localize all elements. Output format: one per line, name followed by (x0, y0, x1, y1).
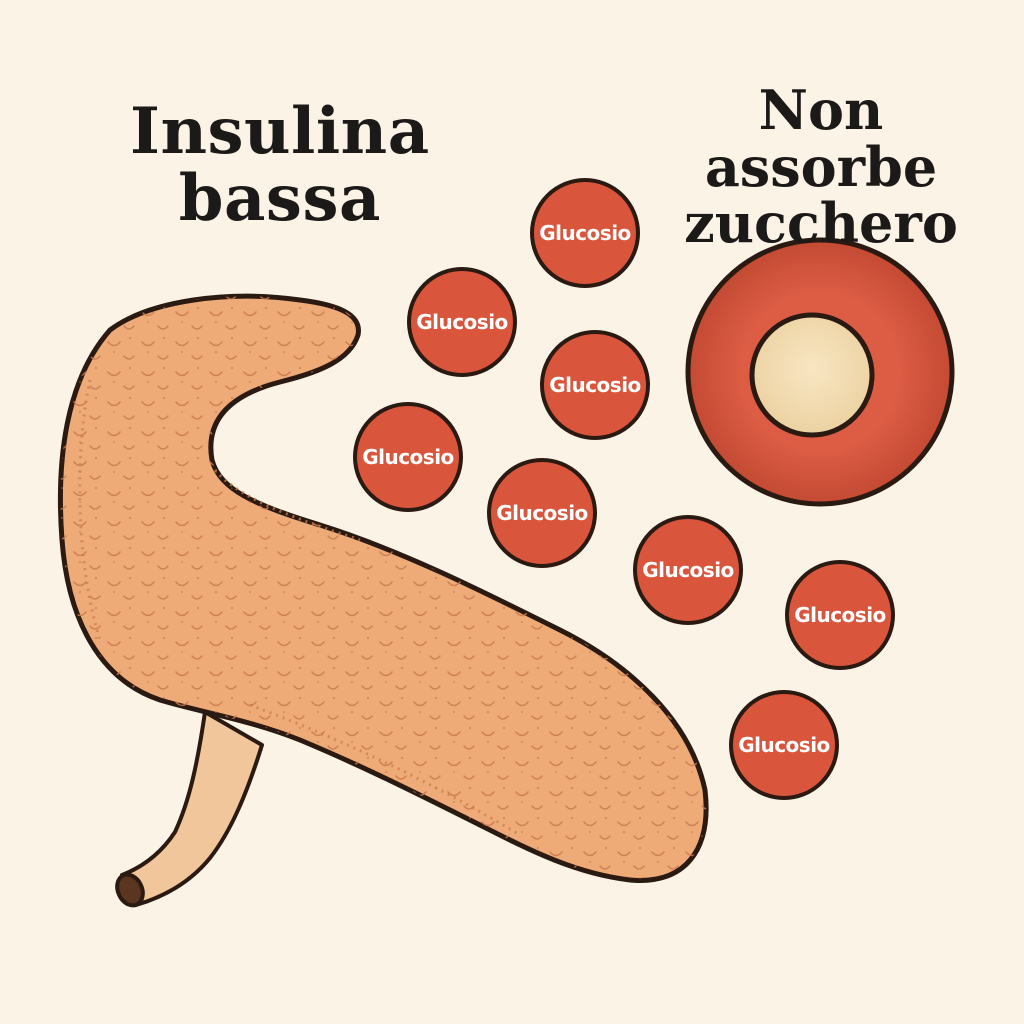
low-insulin-title-line2: bassa (178, 161, 381, 237)
glucose-circle (729, 690, 839, 800)
glucose-label: Glucosio (549, 373, 641, 397)
no-sugar-absorption-title-line2: zucchero (684, 191, 958, 256)
glucose-molecule: Glucosio (540, 330, 650, 440)
cell (685, 237, 955, 507)
low-insulin-title-line1: Insulina (130, 94, 430, 169)
glucose-circle (353, 402, 463, 512)
glucose-molecule: Glucosio (729, 690, 839, 800)
glucose-molecules: GlucosioGlucosioGlucosioGlucosioGlucosio… (353, 178, 895, 800)
pancreatic-duct (115, 710, 264, 908)
glucose-label: Glucosio (362, 445, 454, 469)
no-sugar-absorption-title: Non assorbe zucchero (656, 82, 986, 252)
glucose-label: Glucosio (416, 310, 508, 334)
no-sugar-absorption-title-line1: Non assorbe (704, 78, 938, 199)
cell-nucleus (749, 312, 875, 438)
glucose-molecule: Glucosio (785, 560, 895, 670)
low-insulin-title: Insulina bassa (130, 94, 430, 237)
glucose-molecule: Glucosio (487, 458, 597, 568)
glucose-label: Glucosio (539, 221, 631, 245)
glucose-molecule: Glucosio (353, 402, 463, 512)
glucose-label: Glucosio (496, 501, 588, 525)
glucose-circle (487, 458, 597, 568)
glucose-circle (530, 178, 640, 288)
glucose-circle (540, 330, 650, 440)
glucose-circle (785, 560, 895, 670)
glucose-molecule: Glucosio (633, 515, 743, 625)
glucose-circle (407, 267, 517, 377)
glucose-circle (633, 515, 743, 625)
glucose-label: Glucosio (642, 558, 734, 582)
glucose-molecule: Glucosio (530, 178, 640, 288)
glucose-label: Glucosio (738, 733, 830, 757)
glucose-label: Glucosio (794, 603, 886, 627)
glucose-molecule: Glucosio (407, 267, 517, 377)
pancreas (57, 293, 709, 883)
